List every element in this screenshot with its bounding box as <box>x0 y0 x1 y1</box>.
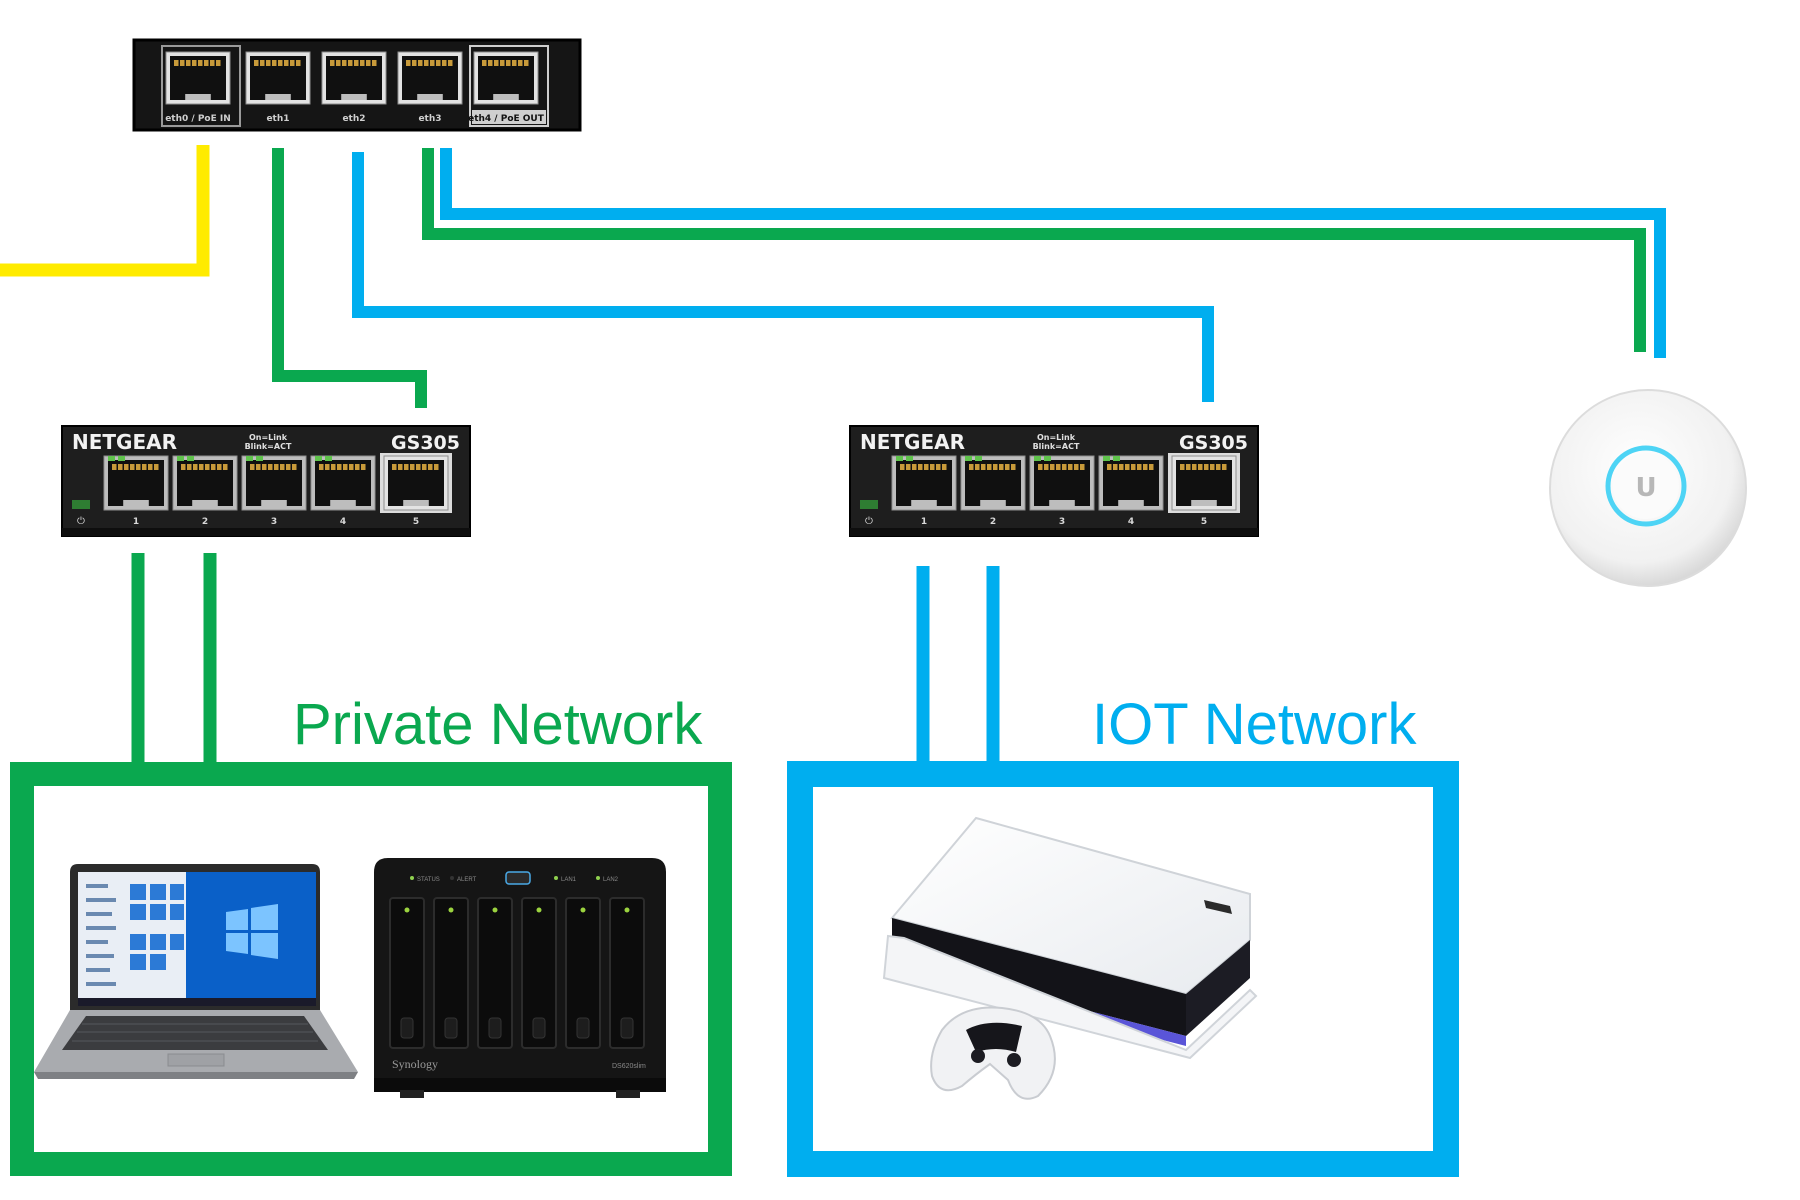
nas-drive-bay <box>565 897 601 1049</box>
router-port-2 <box>321 51 387 105</box>
nas-icon: STATUS ALERT LAN1 LAN2 Synology DS620slim <box>374 858 666 1098</box>
router-to-private-switch-cable <box>272 148 427 408</box>
router-port-label-1: eth1 <box>266 114 289 124</box>
switch-legend-line1: On=Link <box>249 433 288 442</box>
router-to-ap-green-cable <box>422 148 1646 352</box>
switch-port-5 <box>1171 455 1237 511</box>
router-port-4 <box>473 51 539 105</box>
switch-legend-line2: Blink=ACT <box>245 442 292 451</box>
router-port-label-4: eth4 / PoE OUT <box>468 114 545 124</box>
access-point-led-ring <box>1605 445 1687 527</box>
switch-port-1 <box>891 455 957 511</box>
switch-port-number: 1 <box>921 517 927 527</box>
power-led <box>860 500 878 509</box>
router-to-iot-switch-cable <box>352 152 1214 402</box>
laptop-icon: hp <box>34 864 358 1079</box>
switch-legend-line2: Blink=ACT <box>1033 442 1080 451</box>
nas-led-label: STATUS <box>417 877 440 883</box>
switch-legend-line1: On=Link <box>1037 433 1076 442</box>
router: eth0 / PoE IN eth1 eth2 eth3 eth4 / PoE OUT <box>132 38 582 132</box>
switch-port-2 <box>960 455 1026 511</box>
router-port-label-0: eth0 / PoE IN <box>165 114 231 124</box>
switch-brand: NETGEAR <box>860 430 965 454</box>
switch-port-number: 3 <box>1059 517 1065 527</box>
access-point: U <box>1549 389 1747 587</box>
router-port-1 <box>245 51 311 105</box>
nas-drive-bay <box>433 897 469 1049</box>
router-to-ap-blue-cable <box>440 148 1666 358</box>
nas-drive-bay <box>521 897 557 1049</box>
nas-drive-bay <box>609 897 645 1049</box>
switch-port-4 <box>310 455 376 511</box>
wan-cable <box>0 145 210 277</box>
switch-port-number: 1 <box>133 517 139 527</box>
switch-port-2 <box>172 455 238 511</box>
router-port-label-2: eth2 <box>342 114 365 124</box>
nas-led-label: ALERT <box>457 877 477 883</box>
router-port-0 <box>165 51 231 105</box>
switch-model: GS305 <box>391 432 460 454</box>
switch-port-number: 3 <box>271 517 277 527</box>
nas-drive-bay <box>389 897 425 1049</box>
game-console-icon <box>882 816 1258 1060</box>
iot-network-box <box>787 761 1459 1177</box>
switch-port-5 <box>383 455 449 511</box>
switch-model: GS305 <box>1179 432 1248 454</box>
switch-brand: NETGEAR <box>72 430 177 454</box>
router-port-label-3: eth3 <box>418 114 441 124</box>
nas-led-label: LAN2 <box>603 877 619 883</box>
switch-port-number: 4 <box>340 517 346 527</box>
switch-port-1 <box>103 455 169 511</box>
iot-network-title: IOT Network <box>1092 692 1417 757</box>
nas-drive-bay <box>477 897 513 1049</box>
switch-port-number: 4 <box>1128 517 1134 527</box>
power-icon: ⏻ <box>77 516 85 527</box>
switch-port-number: 2 <box>990 517 996 527</box>
gamepad-icon <box>930 1006 1056 1100</box>
private-network-title: Private Network <box>293 692 703 757</box>
switch-port-number: 5 <box>413 517 419 527</box>
switch-port-3 <box>1029 455 1095 511</box>
nas-brand: Synology <box>392 1057 438 1071</box>
access-point-logo: U <box>1635 473 1656 503</box>
switch-port-number: 5 <box>1201 517 1207 527</box>
private-network-box <box>10 762 732 1176</box>
power-icon: ⏻ <box>865 516 873 527</box>
router-port-3 <box>397 51 463 105</box>
power-led <box>72 500 90 509</box>
cables <box>0 145 1666 770</box>
nas-model: DS620slim <box>612 1063 646 1070</box>
nas-led-label: LAN1 <box>561 877 577 883</box>
switch-port-3 <box>241 455 307 511</box>
switch-port-number: 2 <box>202 517 208 527</box>
windows-logo-icon <box>226 904 278 959</box>
switch-port-4 <box>1098 455 1164 511</box>
